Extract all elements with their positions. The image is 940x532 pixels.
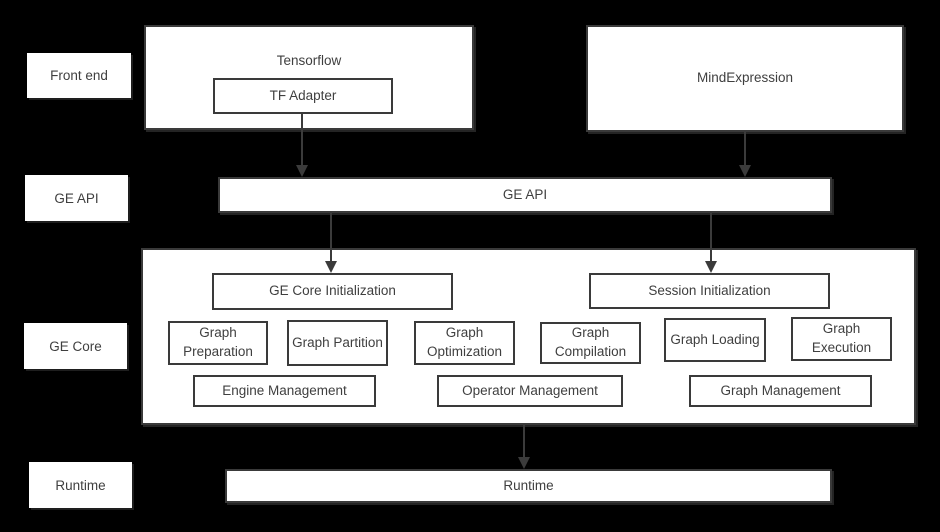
graph-preparation-box: Graph Preparation [168,321,268,365]
arrow-ge-api-to-core-init-head [325,261,337,273]
graph-loading-box: Graph Loading [664,318,766,362]
layer-label-ge-core-text: GE Core [49,338,102,354]
engine-management-box: Engine Management [193,375,376,407]
arrow-mindexpression-to-ge-api-line [744,132,746,167]
session-initialization-label: Session Initialization [648,282,771,298]
graph-compilation-label: Graph Compilation [554,325,627,359]
arrow-tf-adapter-to-ge-api-line [301,114,303,167]
graph-optimization-label: Graph Optimization [426,325,503,359]
graph-management-box: Graph Management [689,375,872,407]
runtime-bar: Runtime [225,469,832,503]
mindexpression-box: MindExpression [586,25,904,132]
arrow-ge-core-to-runtime-line [523,425,525,458]
layer-label-ge-api: GE API [25,175,128,221]
graph-loading-label: Graph Loading [670,331,760,347]
runtime-bar-label: Runtime [503,477,554,493]
arrow-mindexpression-to-ge-api-head [739,165,751,177]
operator-management-box: Operator Management [437,375,623,407]
ge-api-bar-label: GE API [502,186,548,202]
tensorflow-box-title: Tensorflow [276,53,342,68]
arrow-ge-api-to-core-init-line [330,213,332,262]
arrow-ge-core-to-runtime-head [518,457,530,469]
graph-execution-box: Graph Execution [791,317,892,361]
layer-label-ge-api-text: GE API [54,190,99,206]
ge-core-initialization-label: GE Core Initialization [269,283,396,299]
ge-core-initialization-box: GE Core Initialization [212,273,453,310]
session-initialization-box: Session Initialization [589,273,830,309]
graph-compilation-box: Graph Compilation [540,322,641,364]
engine-management-label: Engine Management [222,382,347,398]
tf-adapter-box-label: TF Adapter [269,87,337,103]
operator-management-label: Operator Management [462,382,598,398]
arrow-tf-adapter-to-ge-api-head [296,165,308,177]
graph-execution-label: Graph Execution [811,321,872,355]
arrow-ge-api-to-session-init-line [710,213,712,262]
graph-management-label: Graph Management [720,382,841,398]
graph-partition-label: Graph Partition [292,334,383,350]
layer-label-frontend: Front end [27,53,131,98]
graph-optimization-box: Graph Optimization [414,321,515,365]
graph-partition-box: Graph Partition [287,320,388,366]
arrow-ge-api-to-session-init-head [705,261,717,273]
graph-preparation-label: Graph Preparation [183,325,253,359]
layer-label-runtime: Runtime [29,462,132,508]
mindexpression-box-label: MindExpression [696,70,794,86]
tf-adapter-box: TF Adapter [213,78,393,114]
layer-label-ge-core: GE Core [24,323,127,369]
layer-label-runtime-text: Runtime [55,477,106,493]
layer-label-frontend-text: Front end [50,68,108,83]
ge-api-bar: GE API [218,177,832,213]
